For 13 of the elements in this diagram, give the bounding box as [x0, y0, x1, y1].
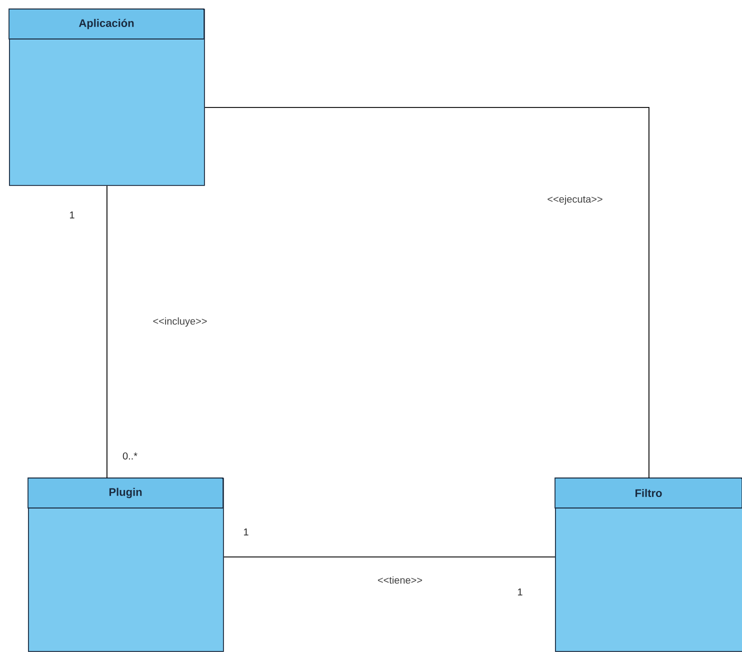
multiplicity-label: 1: [244, 528, 248, 536]
class-box: Filtro: [554, 478, 742, 652]
association-line: [204, 107, 650, 478]
class-box: Plugin: [28, 478, 224, 652]
association-line: [106, 185, 108, 478]
multiplicity-label: 1: [70, 212, 74, 218]
multiplicity-label: 0..*: [122, 452, 138, 460]
stereotype-label: <<incluye>>: [152, 316, 208, 328]
multiplicity-label: 1: [518, 588, 522, 596]
association-line: [223, 556, 556, 558]
class-box: Aplicación: [8, 8, 205, 186]
stereotype-label: <<tiene>>: [376, 575, 424, 585]
stereotype-label: <<ejecuta>>: [546, 194, 604, 206]
